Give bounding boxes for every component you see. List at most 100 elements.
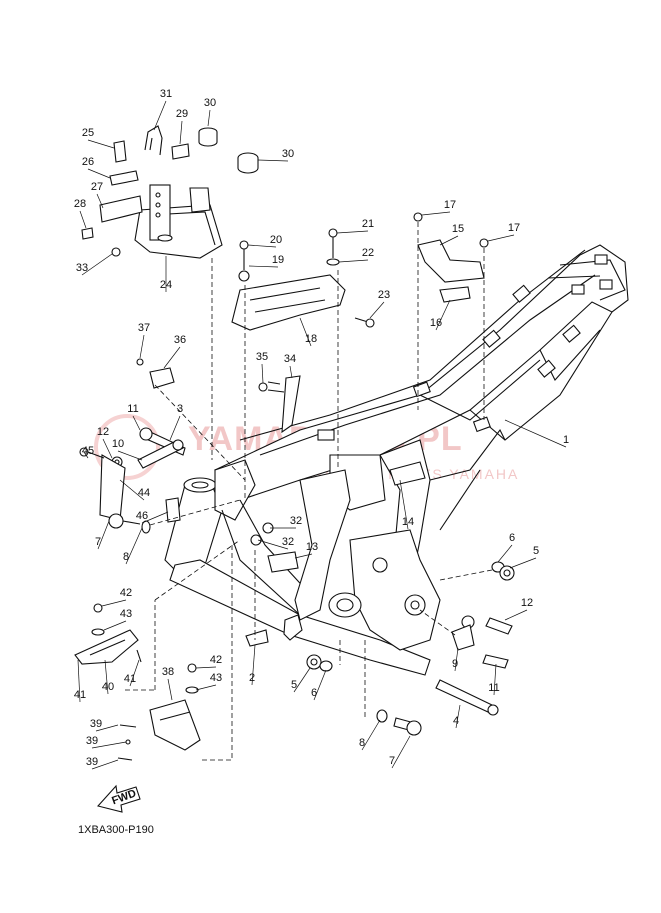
- leader-line: [487, 234, 515, 242]
- leader-line: [504, 419, 567, 448]
- leader-line: [101, 599, 127, 607]
- callout-number: 46: [136, 510, 148, 522]
- frame-main: [164, 244, 629, 676]
- leader-line: [313, 669, 327, 701]
- leader-line: [493, 663, 497, 696]
- leader-line: [299, 317, 312, 347]
- leader-line: [153, 100, 167, 131]
- callout-number: 12: [521, 597, 533, 609]
- leader-line: [195, 666, 217, 669]
- callout-number: 32: [290, 515, 302, 527]
- leader-line: [509, 557, 537, 569]
- callout-number: 11: [127, 403, 138, 415]
- callout-number: 39: [86, 735, 98, 747]
- left-parts-group: [79, 427, 186, 534]
- callout-number: 18: [305, 333, 317, 345]
- callout-number: 9: [452, 658, 458, 670]
- callout-number: 5: [291, 679, 297, 691]
- callout-number: 30: [282, 148, 294, 160]
- callout-number: 8: [123, 551, 129, 563]
- leader-line: [129, 659, 140, 687]
- callout-number: 8: [359, 737, 365, 749]
- right-parts-group: [136, 358, 515, 736]
- leader-line: [294, 553, 313, 559]
- leader-line: [248, 265, 279, 268]
- callout-number: 35: [256, 351, 268, 363]
- leader-line: [261, 363, 264, 384]
- watermark-logo: [94, 414, 160, 480]
- callout-number: 32: [282, 536, 294, 548]
- leader-line: [139, 334, 145, 359]
- leader-line: [141, 511, 169, 524]
- callout-number: 39: [86, 756, 98, 768]
- callout-number: 12: [97, 426, 109, 438]
- leader-line: [369, 301, 385, 319]
- leader-line: [399, 479, 409, 530]
- leader-line: [361, 719, 381, 751]
- callout-number: 6: [509, 532, 515, 544]
- leader-line: [87, 139, 115, 149]
- guide-lines: [125, 258, 493, 761]
- leader-line: [439, 235, 459, 246]
- leader-line: [455, 704, 461, 729]
- leader-line: [336, 230, 369, 234]
- callout-number: 19: [272, 254, 284, 266]
- callout-number: 23: [378, 289, 390, 301]
- callout-number: 38: [162, 666, 174, 678]
- callout-number: 30: [204, 97, 216, 109]
- callout-number: 16: [430, 317, 442, 329]
- leader-line: [169, 415, 181, 441]
- callout-number: 44: [138, 487, 150, 499]
- callout-number: 14: [402, 516, 414, 528]
- leader-line: [338, 259, 369, 263]
- callout-number: 6: [311, 687, 317, 699]
- leader-line: [257, 539, 289, 550]
- callout-number: 25: [82, 127, 94, 139]
- callout-number: 24: [160, 279, 172, 291]
- bracket-15-group: [413, 212, 489, 420]
- callout-number: 36: [174, 334, 186, 346]
- electrical-bracket-assembly: [81, 125, 259, 259]
- leader-line: [163, 346, 181, 369]
- leader-line: [91, 741, 127, 749]
- diagram-code: 1XBA300-P190: [78, 824, 154, 836]
- callout-number: 21: [362, 218, 374, 230]
- leader-line: [96, 193, 104, 209]
- callout-number: 40: [102, 681, 114, 693]
- leader-line: [247, 244, 277, 248]
- callout-number: 17: [444, 199, 456, 211]
- leader-line: [454, 647, 459, 672]
- footrest-40-group: [74, 603, 142, 665]
- fwd-arrow-icon: FWD: [96, 784, 141, 813]
- callout-number: 29: [176, 108, 188, 120]
- leader-line: [195, 684, 217, 691]
- leader-line: [435, 299, 451, 331]
- callout-number: 41: [74, 689, 86, 701]
- callout-number: 31: [160, 88, 172, 100]
- leader-line: [117, 450, 143, 461]
- callout-number: 20: [270, 234, 282, 246]
- callout-number: 10: [112, 438, 124, 450]
- leader-line: [119, 479, 145, 501]
- callout-number: 34: [284, 353, 296, 365]
- leader-line: [293, 667, 311, 693]
- leader-line: [79, 210, 87, 229]
- callout-number: 7: [389, 755, 395, 767]
- leader-line: [179, 120, 183, 145]
- leader-line: [103, 620, 127, 631]
- callout-number: 7: [95, 536, 101, 548]
- callout-number: 27: [91, 181, 103, 193]
- leader-line: [91, 759, 119, 770]
- leader-line: [87, 168, 111, 179]
- callout-number: 11: [488, 682, 499, 694]
- callout-number: 4: [453, 715, 459, 727]
- leader-line: [289, 365, 293, 379]
- leader-line: [251, 644, 256, 686]
- leader-line: [102, 438, 113, 459]
- leader-line: [504, 609, 528, 621]
- leader-line: [497, 544, 513, 563]
- leader-line: [421, 211, 451, 216]
- leader-line: [391, 735, 411, 769]
